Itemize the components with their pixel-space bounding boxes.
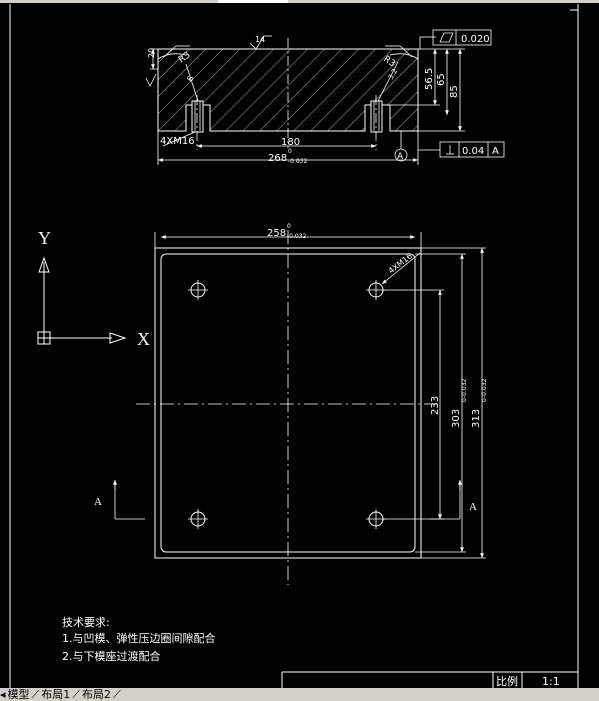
height-313: 313 (471, 409, 482, 428)
title-block (281, 671, 578, 688)
tab-model[interactable]: 模型 (7, 688, 30, 701)
width-258-tol-upper: 0 (287, 223, 291, 230)
width-258-tol-lower: -0.032 (287, 233, 307, 240)
height-65: 65 (436, 73, 447, 86)
plan-view (136, 230, 440, 585)
tab-layout2[interactable]: 布局2 (81, 688, 111, 701)
tab-layout1[interactable]: 布局1 (41, 688, 71, 701)
layout-tabs: ◂模型⟋布局1⟋布局2⟋ (0, 688, 599, 701)
height-313-tol-lower: -0.032 (481, 378, 488, 398)
small-dim-left: 6 (185, 75, 195, 83)
section-marker-right: A (469, 501, 477, 513)
section-dimensions (145, 29, 505, 165)
plan-dim-text: 258 0 -0.032 4XM16 233 303 0 -0.032 313 … (94, 223, 488, 513)
drawing-frame (9, 4, 579, 688)
thread-plan-label: 4XM16 (387, 251, 414, 275)
height-303-tol-lower: -0.032 (461, 378, 468, 398)
bolt-holes (188, 280, 386, 529)
height-85: 85 (449, 85, 460, 98)
datum-a: A (397, 152, 404, 162)
width-258: 258 (267, 228, 286, 239)
section-view (157, 38, 419, 150)
height-56-5: 56.5 (424, 68, 435, 90)
width-268-tol-upper: 0 (288, 148, 292, 155)
perp-value: 0.04 (462, 146, 484, 157)
notes-line-2: 2.与下模座过渡配合 (62, 649, 161, 663)
tab-arrow-icon: ◂ (0, 688, 6, 701)
flatness-value: 0.020 (461, 34, 490, 45)
spacing-180: 180 (281, 137, 300, 148)
height-303: 303 (451, 409, 462, 428)
plan-dimensions (113, 232, 486, 559)
width-268-tol-lower: -0.032 (288, 158, 308, 165)
width-268: 268 (268, 153, 287, 164)
height-313-tol-upper: 0 (481, 398, 488, 402)
axis-y-label: Y (38, 228, 51, 248)
left-height-label: 20 (147, 48, 156, 58)
scale-label: 比例 (496, 674, 518, 688)
height-233: 233 (430, 396, 441, 415)
height-303-tol-upper: 0 (461, 398, 468, 402)
ucs-icon (37, 256, 127, 345)
technical-notes: 技术要求: 1.与凹模、弹性压边圈间隙配合 2.与下模座过渡配合 (62, 616, 216, 663)
section-marker-left: A (94, 496, 102, 508)
thread-label: 4XM16 (160, 136, 195, 147)
scale-value: 1:1 (542, 675, 560, 688)
notes-line-1: 1.与凹模、弹性压边圈间隙配合 (62, 631, 216, 645)
axis-x-label: X (137, 329, 150, 349)
perp-datum: A (492, 146, 499, 157)
section-dim-text: 14 20 R3 R3 6 3.2 0.020 56.5 65 85 4XM16… (147, 34, 499, 165)
angle-label: 14 (255, 35, 265, 44)
notes-title: 技术要求: (62, 616, 110, 629)
